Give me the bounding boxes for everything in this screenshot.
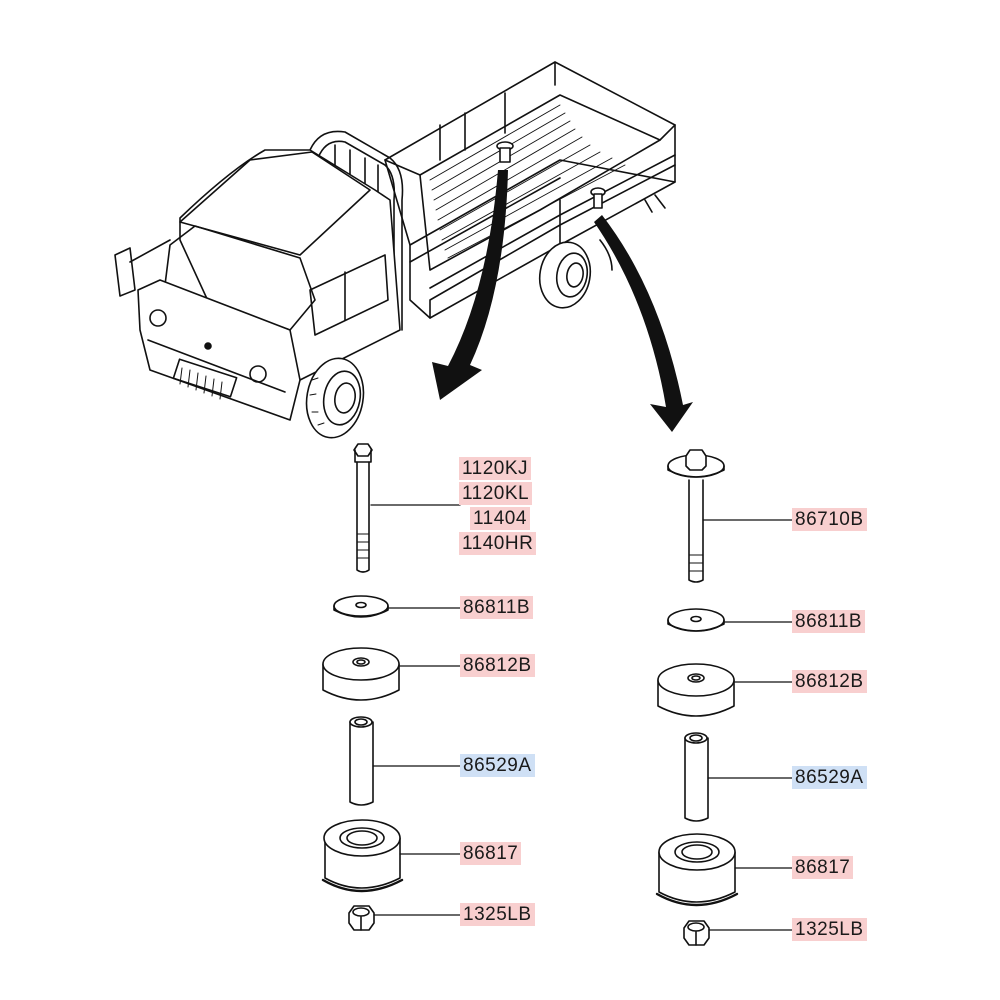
left-sleeve	[349, 716, 374, 806]
truck-illustration	[114, 61, 676, 439]
left-leader-lines	[370, 504, 461, 916]
right-assembly	[655, 449, 793, 946]
part-label-left-upper-cushion[interactable]: 86812B	[460, 654, 535, 677]
front-wheel	[305, 357, 365, 439]
part-label-1120KJ[interactable]: 1120KJ	[459, 457, 532, 480]
right-leader-lines	[702, 519, 793, 931]
right-nut	[683, 920, 710, 946]
part-label-1120KL[interactable]: 1120KL	[459, 482, 533, 505]
rear-wheel	[538, 239, 613, 309]
part-label-left-washer[interactable]: 86811B	[460, 596, 534, 619]
right-flange-bolt	[667, 449, 725, 583]
left-nut	[348, 905, 375, 931]
bed-bolt-left	[496, 141, 514, 163]
right-lower-cushion	[655, 833, 739, 907]
headache-rack	[309, 130, 404, 331]
bed-bolt-right	[590, 187, 606, 209]
left-upper-cushion	[322, 647, 400, 701]
arrow-left	[432, 170, 508, 400]
part-label-right-washer[interactable]: 86811B	[792, 610, 866, 633]
right-washer	[667, 608, 725, 632]
part-label-right-sleeve[interactable]: 86529A	[792, 766, 867, 789]
left-hex-bolt	[353, 443, 373, 573]
part-label-11404[interactable]: 11404	[470, 507, 530, 530]
part-label-left-lower-cushion[interactable]: 86817	[460, 842, 522, 865]
part-label-left-sleeve[interactable]: 86529A	[460, 754, 535, 777]
part-label-right-bolt[interactable]: 86710B	[792, 508, 867, 531]
part-label-right-lower-cushion[interactable]: 86817	[792, 856, 854, 879]
left-washer	[333, 595, 389, 618]
left-assembly	[321, 443, 461, 931]
part-label-left-nut[interactable]: 1325LB	[460, 903, 535, 926]
part-label-right-nut[interactable]: 1325LB	[792, 918, 867, 941]
side-mirror	[114, 239, 171, 297]
arrow-right	[594, 215, 693, 432]
right-upper-cushion	[657, 663, 735, 717]
right-sleeve	[684, 732, 709, 822]
left-lower-cushion	[321, 819, 404, 893]
part-label-right-upper-cushion[interactable]: 86812B	[792, 670, 867, 693]
part-label-1140HR[interactable]: 1140HR	[459, 532, 537, 555]
grille	[172, 358, 238, 398]
